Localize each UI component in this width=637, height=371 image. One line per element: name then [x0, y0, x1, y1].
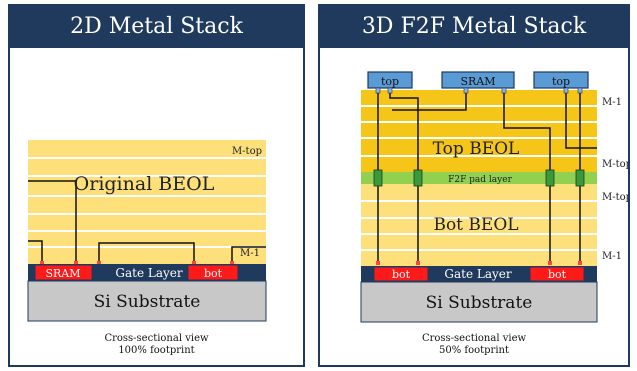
- m-1-label: M-1: [240, 248, 260, 259]
- m-top-lower-label: M-top: [602, 192, 628, 203]
- top-chip-left-label: top: [381, 75, 399, 88]
- bot-device: [187, 264, 239, 281]
- caption-line-1: Cross-sectional view: [421, 333, 527, 344]
- si-substrate: [27, 280, 267, 322]
- m-1-lower-label: M-1: [602, 251, 622, 262]
- top-beol-label: Top BEOL: [433, 139, 520, 159]
- bot-beol-block: [361, 184, 597, 266]
- chip-bumps: [375, 87, 583, 94]
- substrate-label: Si Substrate: [426, 293, 533, 313]
- panel-title: 2D Metal Stack: [10, 6, 303, 48]
- m-1-upper-label: M-1: [602, 97, 622, 108]
- bot-device-left: [373, 266, 429, 282]
- caption-line-1: Cross-sectional view: [104, 333, 209, 344]
- sram-chip: [441, 71, 515, 89]
- beol-label: Original BEOL: [74, 173, 215, 195]
- panel-title: 3D F2F Metal Stack: [320, 6, 628, 48]
- diagram-2d-stack: M-top Original BEOL M-1 SRAM Gate Layer …: [27, 140, 267, 322]
- si-substrate: [360, 281, 598, 323]
- substrate-label: Si Substrate: [94, 292, 201, 312]
- bot-label: bot: [204, 267, 223, 280]
- bot-left-label: bot: [392, 268, 411, 281]
- m-top-upper-label: M-top: [602, 159, 628, 170]
- caption-line-2: 100% footprint: [118, 345, 195, 356]
- gate-layer-label: Gate Layer: [444, 267, 511, 281]
- sram-chip-label: SRAM: [460, 75, 495, 88]
- top-chip-right-label: top: [552, 75, 570, 88]
- gate-layer-label: Gate Layer: [115, 266, 182, 280]
- vias: [40, 261, 234, 265]
- bot-beol-label: Bot BEOL: [433, 215, 518, 235]
- sram-device: [34, 264, 93, 281]
- panel-2d-metal-stack: 2D Metal Stack M-top Original: [8, 4, 305, 367]
- f2f-connectors: [373, 169, 585, 187]
- metal-layer-lines: [28, 157, 266, 248]
- bot-device-right: [529, 266, 585, 282]
- f2f-pad-label: F2F pad layer: [448, 175, 512, 185]
- bot-right-label: bot: [548, 268, 567, 281]
- panel-3d-f2f-metal-stack: 3D F2F Metal Stack: [318, 4, 630, 367]
- diagram-3d-stack: top SRAM top M-1 Top BEOL M-top F2F pad …: [360, 71, 628, 323]
- top-chip-right: [533, 71, 589, 89]
- top-beol-block: [361, 90, 597, 172]
- sram-label: SRAM: [45, 267, 80, 280]
- m-top-label: M-top: [232, 146, 262, 157]
- interconnect-wires: [28, 180, 266, 264]
- caption-line-2: 50% footprint: [438, 345, 509, 356]
- vias: [376, 261, 582, 265]
- metal-layer-lines: [361, 105, 597, 251]
